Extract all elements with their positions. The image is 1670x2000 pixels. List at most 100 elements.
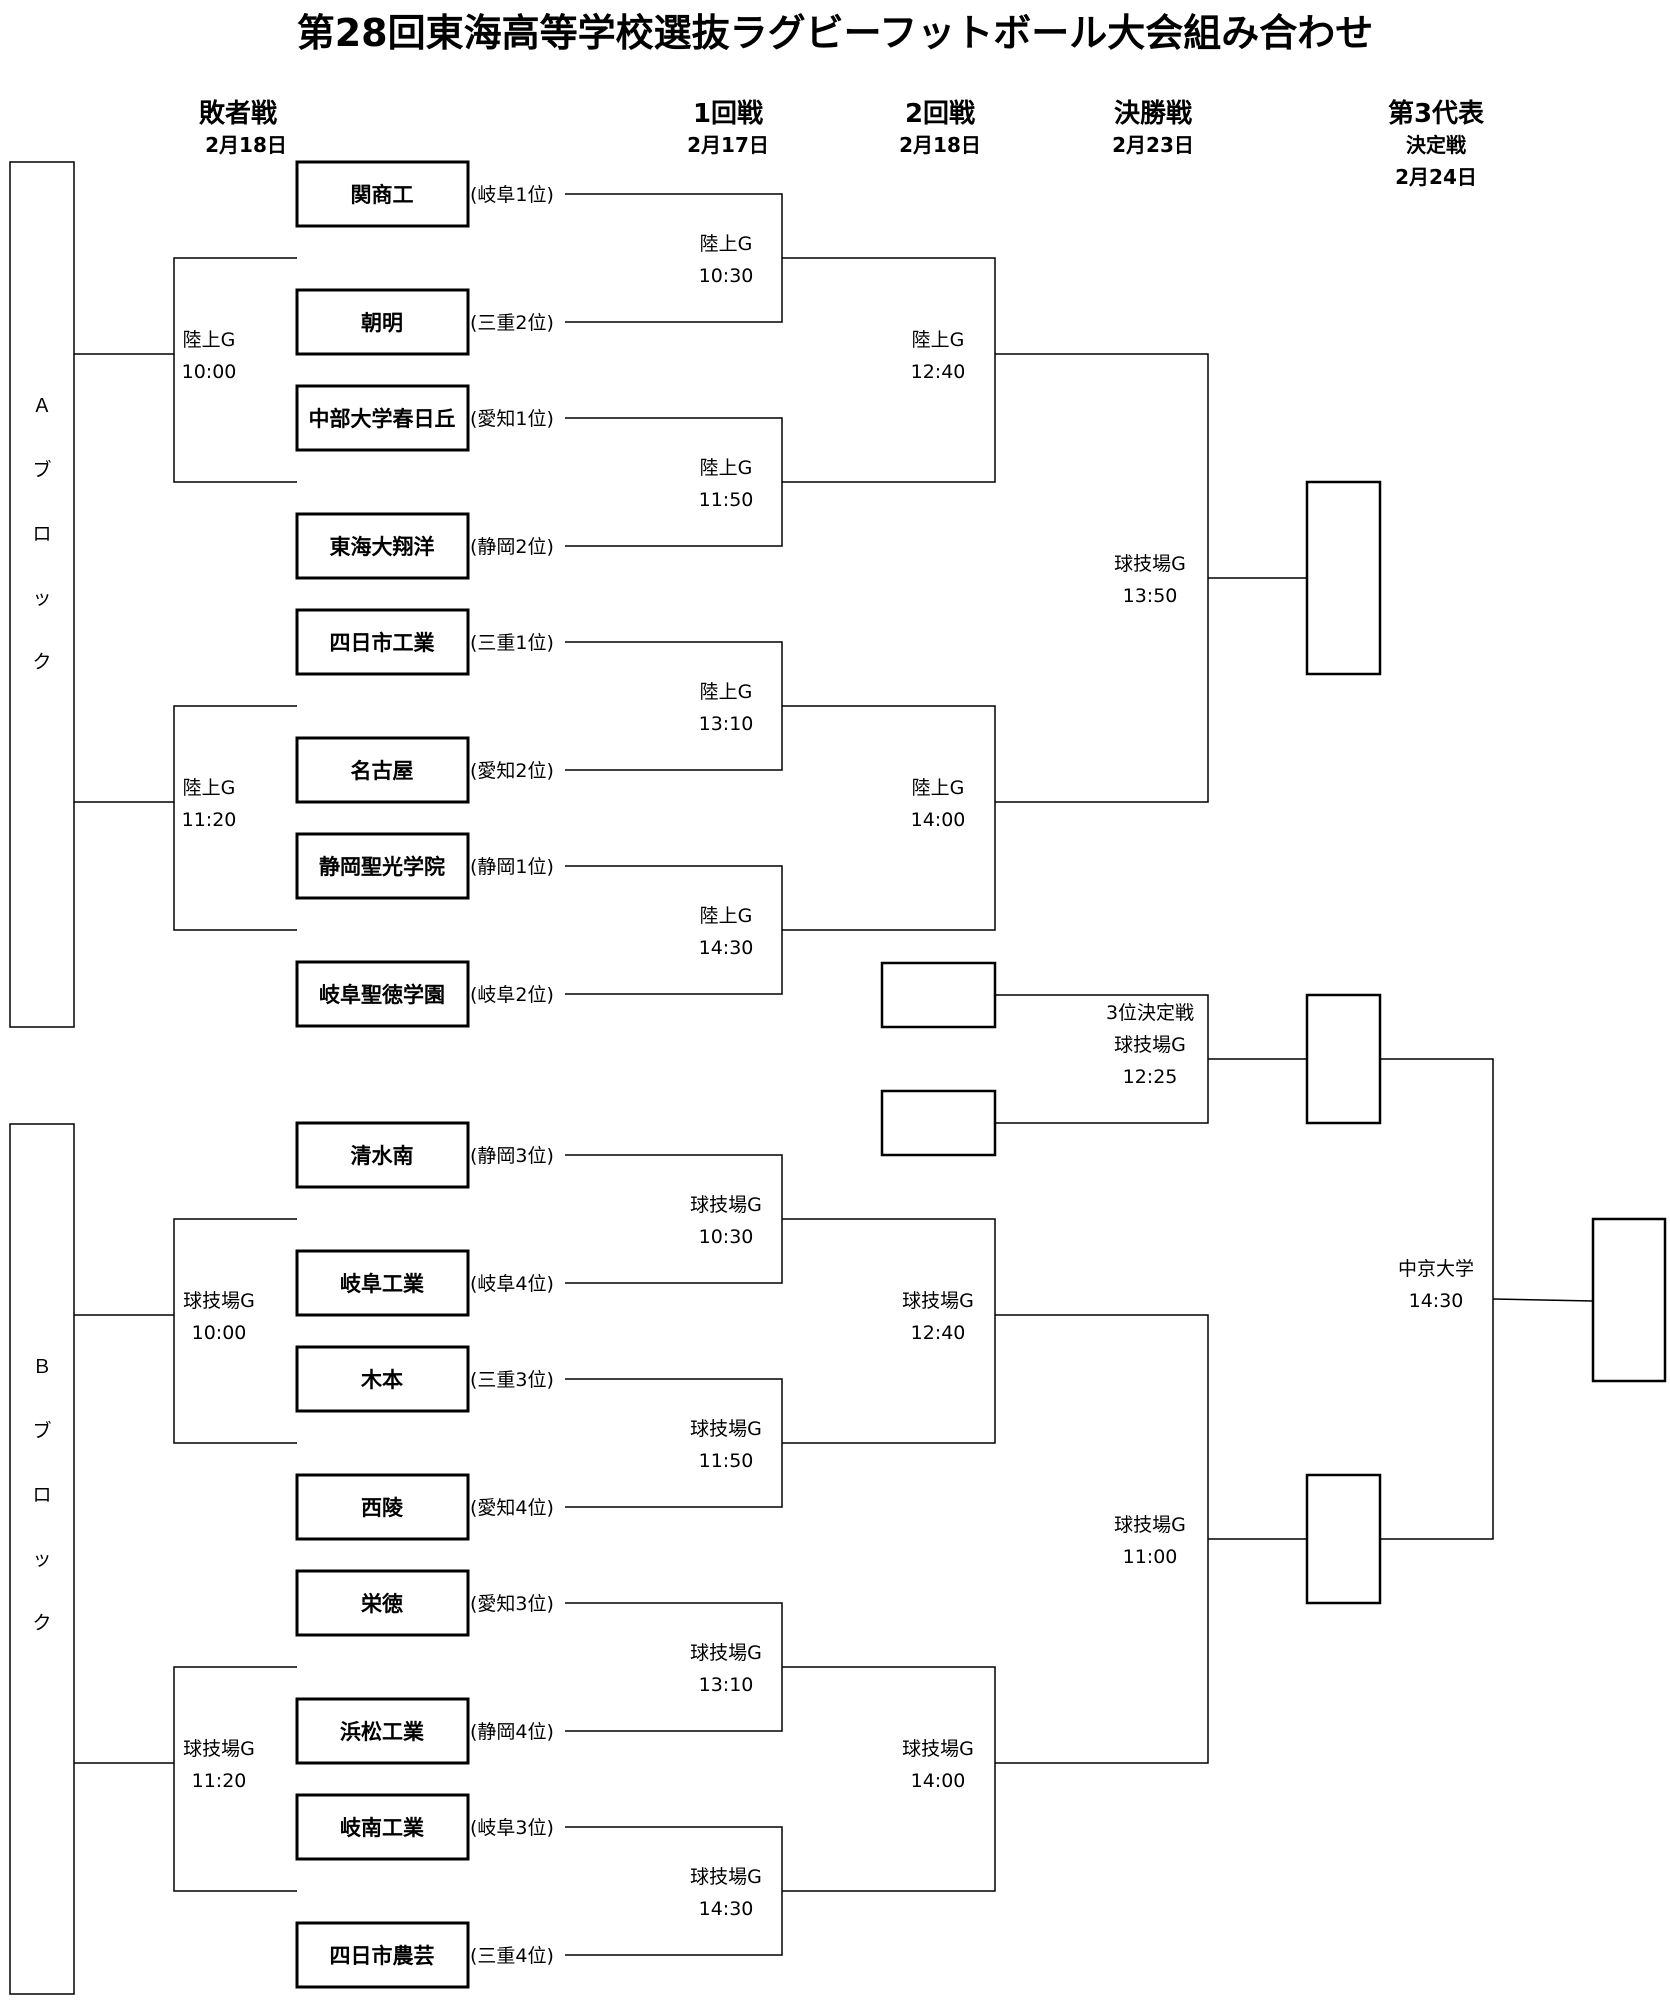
match-venue: 球技場G	[1114, 553, 1186, 575]
block-b-label: Ｂ ブ ロ ッ ク	[32, 1356, 51, 1634]
match-time: 10:30	[699, 1226, 754, 1248]
match-label: 陸上G 11:20	[182, 777, 237, 831]
team-rank: (愛知1位)	[470, 408, 554, 430]
team-name: 関商工	[351, 183, 414, 207]
block-a-label: Ａ ブ ロ ッ ク	[32, 395, 51, 673]
match-time: 11:20	[182, 809, 237, 831]
team-rank: (愛知3位)	[470, 1593, 554, 1615]
match-venue: 陸上G	[183, 777, 236, 799]
match-venue: 球技場G	[902, 1290, 974, 1312]
team-entry: 静岡聖光学院 (静岡1位)	[295, 832, 554, 900]
team-name: 栄徳	[360, 1592, 403, 1616]
match-venue: 球技場G	[690, 1642, 762, 1664]
match-label: 球技場G 11:20	[183, 1738, 255, 1792]
team-rank: (岐阜1位)	[470, 184, 554, 206]
team-name: 木本	[360, 1368, 403, 1392]
match-time: 14:30	[699, 937, 754, 959]
team-entry: 四日市工業 (三重1位)	[295, 608, 554, 676]
match-venue: 中京大学	[1398, 1258, 1474, 1280]
block-b-frame	[9, 1123, 75, 1995]
team-rank: (三重1位)	[470, 632, 554, 654]
third-place-slot-box	[880, 961, 997, 1029]
match-time: 13:50	[1123, 585, 1178, 607]
team-rank: (岐阜4位)	[470, 1273, 554, 1295]
team-entry: 木本 (三重3位)	[295, 1345, 554, 1413]
team-rank: (愛知2位)	[470, 760, 554, 782]
header-third-rep-date: 2月24日	[1395, 165, 1477, 189]
match-time: 14:30	[699, 1898, 754, 1920]
match-venue: 陸上G	[700, 905, 753, 927]
block-a-char: Ａ	[32, 395, 51, 417]
header-consolation-date: 2月18日	[205, 133, 287, 157]
team-entry: 栄徳 (愛知3位)	[295, 1569, 554, 1637]
match-venue: 陸上G	[700, 457, 753, 479]
block-a-char: ロ	[32, 523, 51, 545]
match-venue: 球技場G	[690, 1194, 762, 1216]
header-third-rep: 第3代表	[1388, 98, 1485, 129]
block-b-char: ッ	[32, 1548, 51, 1570]
match-time: 12:40	[911, 361, 966, 383]
team-entry: 朝明 (三重2位)	[295, 288, 554, 356]
match-time: 13:10	[699, 1674, 754, 1696]
team-name: 朝明	[361, 311, 403, 335]
match-venue: 球技場G	[1114, 1514, 1186, 1536]
team-name: 名古屋	[351, 759, 414, 783]
third-place-winner-box	[1305, 993, 1382, 1125]
team-rank: (岐阜3位)	[470, 1817, 554, 1839]
match-label: 球技場G 13:10	[690, 1642, 762, 1696]
team-name: 岐阜聖徳学園	[319, 983, 445, 1007]
match-venue: 陸上G	[183, 329, 236, 351]
match-label: 球技場G 11:50	[690, 1418, 762, 1472]
team-rank: (三重3位)	[470, 1369, 554, 1391]
block-b-winner-box	[1305, 1473, 1382, 1605]
match-time: 10:30	[699, 265, 754, 287]
match-time: 14:30	[1409, 1290, 1464, 1312]
match-venue: 陸上G	[912, 329, 965, 351]
match-label: 球技場G 12:40	[902, 1290, 974, 1344]
team-entry: 岐阜工業 (岐阜4位)	[295, 1249, 554, 1317]
team-name: 東海大翔洋	[330, 535, 435, 559]
header-round1-date: 2月17日	[687, 133, 769, 157]
third-representative-box	[1591, 1217, 1667, 1383]
team-name: 西陵	[361, 1496, 404, 1520]
block-b-char: Ｂ	[32, 1356, 51, 1378]
team-rank: (岐阜2位)	[470, 984, 554, 1006]
match-time: 14:00	[911, 809, 966, 831]
team-entry: 浜松工業 (静岡4位)	[295, 1697, 554, 1765]
header-round2-date: 2月18日	[899, 133, 981, 157]
match-venue: 球技場G	[690, 1418, 762, 1440]
header-consolation: 敗者戦	[199, 98, 277, 129]
match-venue: 球技場G	[183, 1738, 255, 1760]
team-name: 岐阜工業	[340, 1272, 425, 1296]
team-rank: (三重2位)	[470, 312, 554, 334]
team-name: 静岡聖光学院	[319, 855, 445, 879]
block-b-char: ク	[32, 1612, 51, 1634]
block-a-char: ク	[32, 651, 51, 673]
team-rank: (静岡3位)	[470, 1145, 554, 1167]
match-time: 11:00	[1123, 1546, 1178, 1568]
third-place-slot-box	[880, 1089, 997, 1157]
team-rank: (静岡1位)	[470, 856, 554, 878]
block-a-char: ブ	[32, 458, 51, 481]
match-time: 13:10	[699, 713, 754, 735]
match-time: 11:20	[192, 1770, 247, 1792]
match-time: 14:00	[911, 1770, 966, 1792]
team-entry: 中部大学春日丘(愛知1位)	[295, 384, 554, 452]
block-a-frame	[9, 161, 75, 1028]
team-name: 浜松工業	[340, 1720, 425, 1744]
team-rank: (静岡4位)	[470, 1721, 554, 1743]
match-time: 11:50	[699, 1450, 754, 1472]
team-name: 四日市工業	[330, 631, 436, 655]
header-round1: 1回戦	[693, 99, 763, 129]
team-name: 岐南工業	[340, 1816, 425, 1840]
match-time: 12:40	[911, 1322, 966, 1344]
team-rank: (愛知4位)	[470, 1497, 554, 1519]
team-entry: 清水南(静岡3位)	[295, 1121, 554, 1189]
team-entry: 岐阜聖徳学園 (岐阜2位)	[295, 960, 554, 1028]
